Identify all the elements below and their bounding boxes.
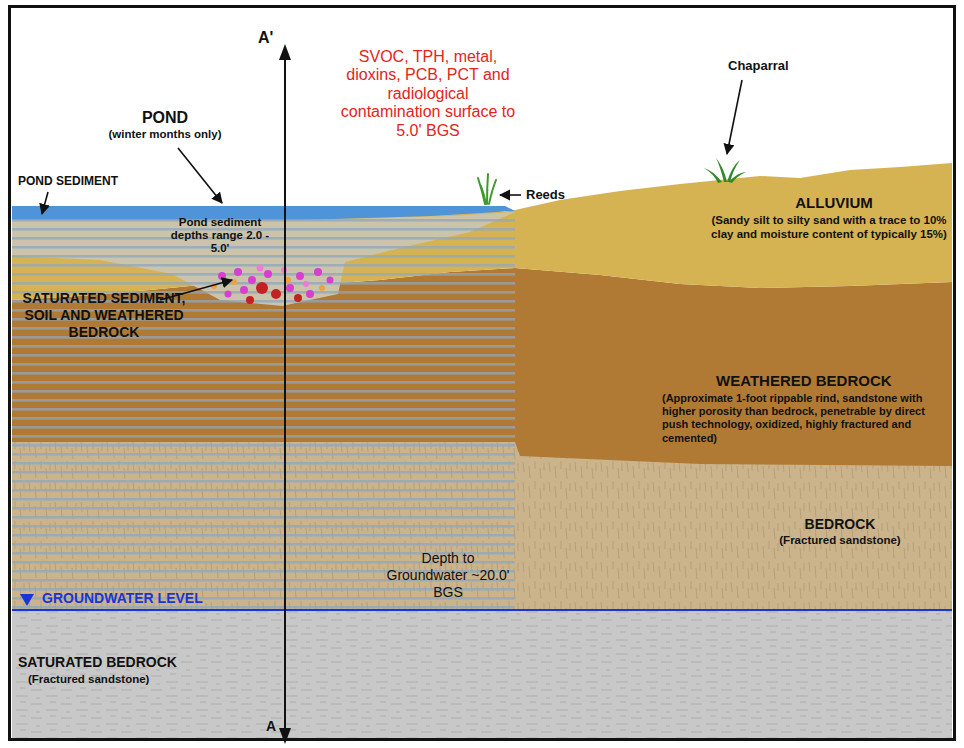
sediment-label: POND SEDIMENT bbox=[18, 174, 118, 188]
alluvium-label: ALLUVIUM bbox=[778, 194, 890, 212]
pond-note: (winter months only) bbox=[88, 128, 242, 142]
saturated-bedrock-texture bbox=[12, 610, 952, 738]
sediment-depth-note: Pond sediment depths range 2.0 - 5.0' bbox=[166, 216, 274, 256]
groundwater-label: GROUNDWATER LEVEL bbox=[42, 590, 203, 607]
contaminant-dot bbox=[303, 281, 309, 287]
contamination-note: SVOC, TPH, metal, dioxins, PCB, PCT and … bbox=[340, 48, 516, 140]
contamination-blobs bbox=[211, 265, 334, 305]
saturated-bedrock-label: SATURATED BEDROCK bbox=[18, 654, 177, 671]
contaminant-dot bbox=[264, 270, 272, 278]
contaminant-dot bbox=[225, 291, 232, 298]
leader-arrow bbox=[500, 194, 521, 196]
contaminant-dot bbox=[319, 285, 325, 291]
chaparral-label: Chaparral bbox=[728, 58, 789, 74]
weathered-label: WEATHERED BEDROCK bbox=[716, 372, 892, 390]
reeds-label: Reeds bbox=[526, 187, 565, 203]
saturated-bedrock-note: (Fractured sandstone) bbox=[28, 673, 149, 687]
reed-blade bbox=[487, 174, 488, 204]
axis-arrowhead bbox=[279, 44, 291, 60]
leader-arrow bbox=[42, 192, 48, 214]
saturated-bedrock-layer bbox=[12, 610, 952, 738]
contaminant-dot bbox=[306, 290, 314, 298]
contaminant-dot bbox=[257, 265, 264, 272]
chaparral-icon bbox=[704, 158, 746, 183]
contaminant-dot bbox=[294, 294, 302, 302]
contaminant-dot bbox=[314, 268, 322, 276]
section-marker: A bbox=[266, 718, 276, 735]
reed-blade bbox=[478, 178, 485, 204]
contaminant-dot bbox=[248, 276, 256, 284]
contaminant-dot bbox=[327, 277, 334, 284]
section-marker: A' bbox=[258, 28, 273, 47]
frame-border bbox=[10, 7, 955, 740]
leaf bbox=[704, 168, 722, 183]
section-axis bbox=[284, 50, 286, 734]
saturated-zone-label: SATURATED SEDIMENT, SOIL AND WEATHERED B… bbox=[14, 290, 194, 340]
water-table-symbol bbox=[20, 594, 34, 606]
contaminant-dot bbox=[218, 272, 226, 280]
reed-blade bbox=[489, 180, 496, 204]
contaminant-dot bbox=[234, 268, 242, 276]
leaf bbox=[729, 172, 746, 183]
weathered-note: (Approximate 1-foot rippable rind, sands… bbox=[662, 392, 950, 445]
saturated-zone-hatch bbox=[12, 216, 515, 610]
reeds-icon bbox=[478, 174, 496, 204]
leader-arrow bbox=[178, 148, 222, 203]
leaf bbox=[716, 158, 727, 182]
contaminant-dot bbox=[271, 289, 281, 299]
bedrock-note: (Fractured sandstone) bbox=[766, 534, 914, 548]
contaminant-dot bbox=[296, 272, 304, 280]
reed-blade bbox=[481, 186, 486, 204]
contaminant-dot bbox=[246, 296, 254, 304]
pond-label: POND bbox=[110, 108, 220, 127]
groundwater-line bbox=[12, 609, 952, 611]
contaminant-dot bbox=[286, 284, 294, 292]
alluvium-note: (Sandy silt to silty sand with a trace t… bbox=[710, 214, 948, 242]
axis-arrowhead bbox=[279, 728, 291, 744]
bedrock-label: BEDROCK bbox=[790, 516, 890, 533]
contaminant-dot bbox=[240, 286, 248, 294]
leader-arrow bbox=[727, 80, 742, 154]
contaminant-dot bbox=[256, 282, 268, 294]
groundwater-depth-note: Depth to Groundwater ~20.0' BGS bbox=[384, 550, 512, 600]
